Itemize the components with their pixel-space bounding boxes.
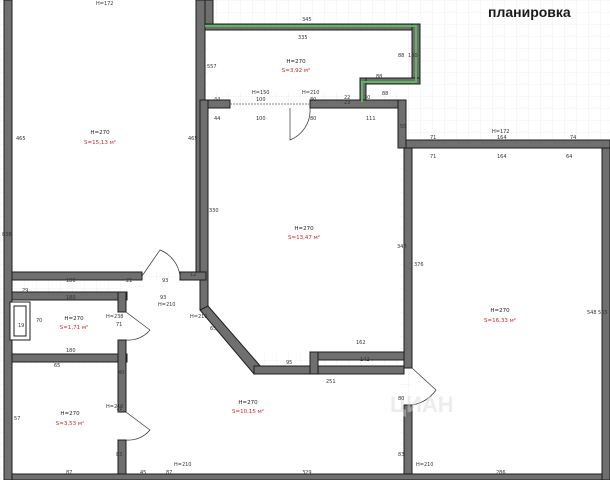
dimension-label: 88 xyxy=(382,91,388,97)
dimension-label: H=210 xyxy=(106,404,124,410)
room-height-balcony: H=270 xyxy=(286,59,306,65)
watermark: ЦИАН xyxy=(390,392,454,417)
dimension-label: 80 xyxy=(310,116,316,122)
dimension-label: 80 xyxy=(398,396,404,402)
dimension-label: 40 xyxy=(118,370,124,376)
room-area-bath: S=3,53 м² xyxy=(56,420,84,427)
dimension-label: H=210 xyxy=(174,462,192,468)
dimension-label: 29 xyxy=(22,288,28,294)
room-area-center: S=13,47 м² xyxy=(288,234,320,241)
room-area-bath-small: S=1,71 м² xyxy=(60,324,88,331)
dimension-label: 162 xyxy=(356,340,366,346)
dimension-label: 286 xyxy=(496,470,506,476)
dimension-label: 74 xyxy=(570,135,576,141)
dimension-label: 71 xyxy=(116,322,122,328)
dimension-label: 71 xyxy=(430,135,436,141)
dimension-label: 180 xyxy=(66,278,76,284)
page-title: планировка xyxy=(488,4,571,20)
room-area-right: S=16,33 м² xyxy=(484,317,516,324)
room-height-bath: H=270 xyxy=(60,411,80,417)
dimension-label: 164 xyxy=(497,135,507,141)
room-height-right: H=270 xyxy=(490,308,510,314)
room-labels: H=270 S=15,13 м² H=270 S=3,92 м² H=270 S… xyxy=(56,59,516,427)
dimension-label: H=172 xyxy=(96,1,114,7)
dimension-label: 44 xyxy=(214,116,220,122)
dimension-label: H=172 xyxy=(492,129,510,135)
dimension-label: 93 xyxy=(160,295,166,301)
dimension-label: 65 xyxy=(54,363,60,369)
dimension-label: 65 xyxy=(210,326,216,332)
room-area-left: S=15,13 м² xyxy=(84,139,116,146)
dimension-label: H=210 xyxy=(416,462,434,468)
dimension-label: H=210 xyxy=(158,302,176,308)
dimension-label: 180 xyxy=(66,348,76,354)
dimension-label: 465 xyxy=(16,136,26,142)
dimension-label: 87 xyxy=(66,470,72,476)
dimension-label: 70 xyxy=(36,318,42,324)
dimension-label: 19 xyxy=(18,323,24,329)
dimension-label: 548 xyxy=(587,310,597,316)
room-height-left: H=270 xyxy=(90,130,110,136)
dimension-label: 87 xyxy=(166,470,172,476)
dimension-label: 55 xyxy=(400,124,406,130)
room-floors xyxy=(12,0,604,480)
dimension-label: 557 xyxy=(207,64,217,70)
dimension-label: 44 xyxy=(214,97,220,103)
dimension-label: 111 xyxy=(366,116,376,122)
dimension-label: 88 xyxy=(398,53,404,59)
dimension-label: 93 xyxy=(162,278,168,284)
dimension-label: 465 xyxy=(188,136,198,142)
dimension-label: 251 xyxy=(326,379,336,385)
dimension-label: H=238 xyxy=(106,314,124,320)
dimension-label: 12 xyxy=(190,272,196,278)
room-height-bath-small: H=270 xyxy=(64,316,84,322)
dimension-label: 83 xyxy=(398,452,404,458)
dimension-label: 80 xyxy=(310,97,316,103)
dimension-label: H=210 xyxy=(190,314,208,320)
room-height-hall: H=270 xyxy=(238,400,258,406)
dimension-label: 100 xyxy=(256,97,266,103)
dimension-label: 345 xyxy=(302,17,312,23)
dimension-label: 335 xyxy=(298,35,308,41)
dimension-label: 23 xyxy=(344,100,350,106)
dimension-label: 180 xyxy=(66,295,76,301)
dimension-label: 95 xyxy=(286,360,292,366)
dimension-label: 22 xyxy=(344,95,350,101)
dimension-label: 21 xyxy=(126,278,132,284)
dimension-label: H=210 xyxy=(302,90,320,96)
balcony-outline xyxy=(205,25,417,102)
doors xyxy=(125,103,437,441)
dimension-label: 376 xyxy=(414,262,424,268)
walls xyxy=(3,0,610,480)
dimension-label: 838 xyxy=(2,232,12,238)
dimension-label: 30 xyxy=(364,95,370,101)
room-height-center: H=270 xyxy=(294,226,314,232)
dimension-label: 330 xyxy=(209,208,219,214)
dimension-label: 71 xyxy=(116,406,122,412)
dimension-label: 100 xyxy=(408,53,418,59)
dimension-label: 57 xyxy=(14,416,20,422)
dimension-label: 100 xyxy=(256,116,266,122)
room-area-balcony: S=3,92 м² xyxy=(282,67,310,74)
dimension-label: 45 xyxy=(140,470,146,476)
dimension-label: 329 xyxy=(302,470,312,476)
dimension-label: 348 xyxy=(397,244,407,250)
dimension-label: 83 xyxy=(116,452,122,458)
dimension-label: 71 xyxy=(430,154,436,160)
dimension-label: 164 xyxy=(497,154,507,160)
dimension-label: H=150 xyxy=(252,90,270,96)
dimension-label: 64 xyxy=(566,154,572,160)
dimension-label: 88 xyxy=(376,74,382,80)
dimension-label: 142 xyxy=(360,357,370,363)
dimension-label: 565 xyxy=(598,310,608,316)
room-area-hall: S=10,15 м² xyxy=(232,408,264,415)
